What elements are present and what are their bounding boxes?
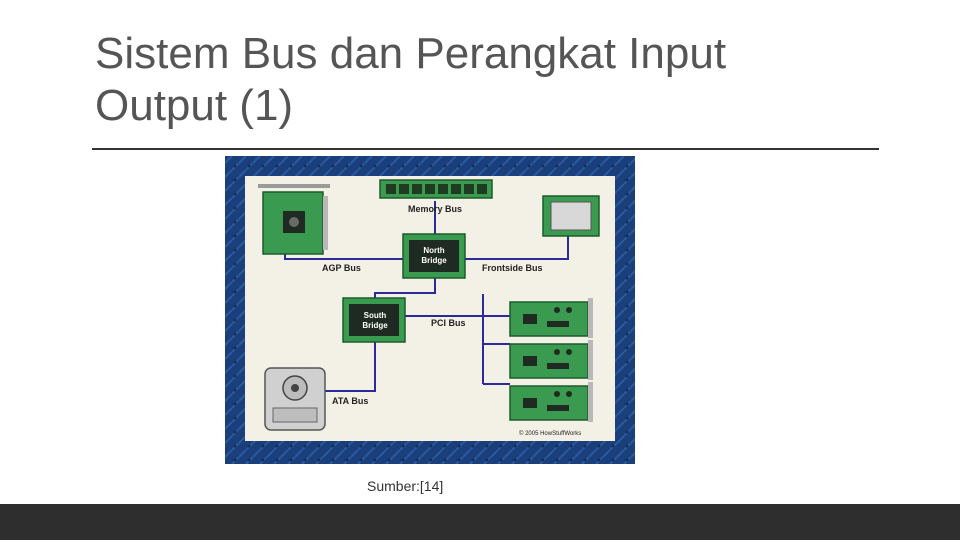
- north-bridge-chip: [402, 233, 466, 279]
- memory-module: [379, 179, 493, 199]
- frontside-bus-label: Frontside Bus: [482, 263, 543, 273]
- agp-card: [258, 184, 330, 255]
- hard-drive-icon: [264, 367, 326, 431]
- title-line-1: Sistem Bus dan Perangkat Input: [95, 29, 727, 78]
- bus-diagram: Memory Bus AGP Bus Frontside Bus North B…: [225, 156, 635, 464]
- title-line-2: Output (1): [95, 81, 294, 130]
- slide-title: Sistem Bus dan Perangkat Input Output (1…: [95, 28, 895, 132]
- north-bridge-label-2: Bridge: [421, 256, 447, 265]
- agp-bus-label: AGP Bus: [322, 263, 361, 273]
- copyright-label: © 2005 HowStuffWorks: [519, 430, 581, 437]
- pci-bus-label: PCI Bus: [431, 318, 466, 328]
- footer-bar: [0, 504, 960, 540]
- figure-caption: Sumber:[14]: [367, 478, 444, 494]
- pci-card-3: [509, 382, 593, 422]
- pci-card-2: [509, 340, 593, 380]
- north-bridge-label-1: North: [423, 246, 444, 255]
- title-divider: [92, 148, 879, 150]
- south-bridge-label-1: South: [364, 311, 387, 320]
- ata-bus-label: ATA Bus: [332, 396, 368, 406]
- south-bridge-chip: [342, 297, 406, 343]
- cpu-icon: [542, 195, 600, 237]
- pci-card-1: [509, 298, 593, 338]
- bus-diagram-figure: Memory Bus AGP Bus Frontside Bus North B…: [225, 156, 635, 464]
- south-bridge-label-2: Bridge: [362, 321, 388, 330]
- memory-bus-label: Memory Bus: [408, 204, 462, 214]
